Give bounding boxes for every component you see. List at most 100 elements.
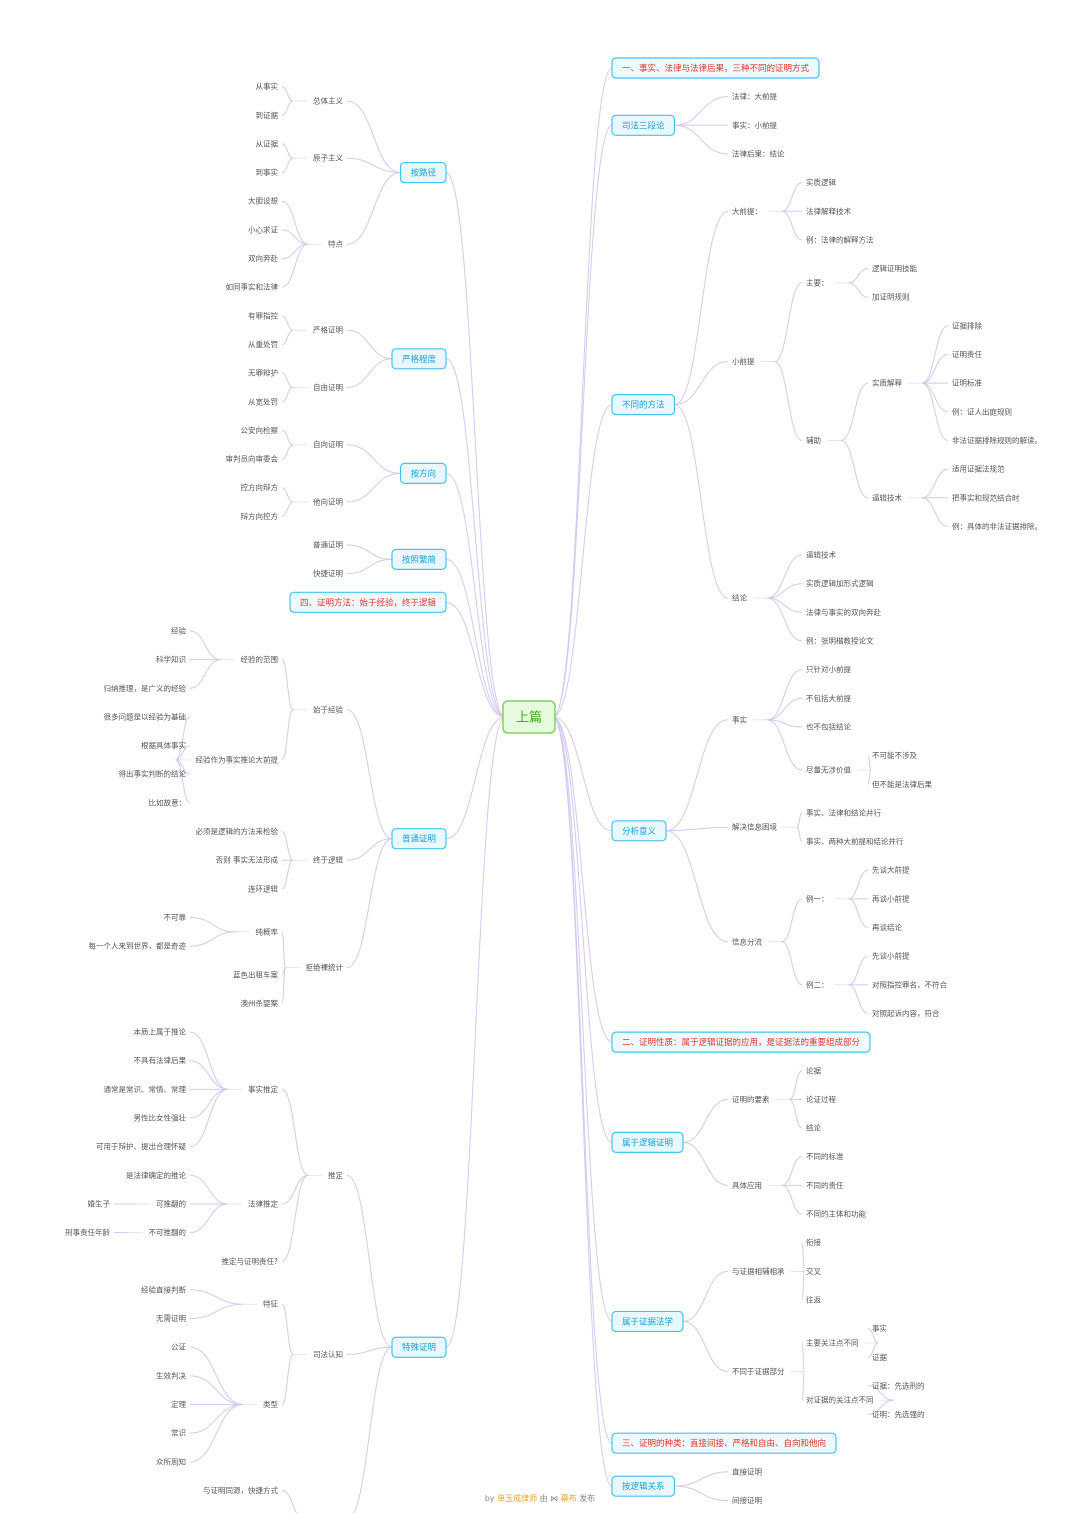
node-label-item[interactable]: 经验的范围 [241, 654, 279, 664]
node-label-item[interactable]: 到证据 [256, 111, 279, 120]
node-label-item[interactable]: 大胆设想 [248, 196, 278, 206]
topic-box-item[interactable] [399, 161, 447, 184]
node-label-item[interactable]: 连环逻辑 [248, 883, 278, 893]
node-label-item[interactable]: 再谈结论 [872, 922, 902, 932]
topic-box-item[interactable] [391, 828, 447, 850]
node-label-item[interactable]: 始于经验 [313, 704, 343, 714]
node-label-item[interactable]: 有罪指控 [248, 310, 278, 320]
node-label-item[interactable]: 论据 [806, 1065, 821, 1075]
node-label-item[interactable]: 控方向辩方 [241, 482, 279, 492]
node-label-item[interactable]: 公证 [171, 1343, 186, 1352]
node-label-item[interactable]: 法律后果：结论 [732, 148, 785, 158]
topic-box-item[interactable] [611, 820, 667, 842]
node-label-item[interactable]: 逻辑证明技能 [872, 263, 917, 273]
node-label-item[interactable]: 否则 事实无法形成 [216, 855, 279, 865]
node-label-item[interactable]: 实质解释 [872, 378, 902, 388]
node-label-item[interactable]: 公安向检察 [241, 425, 279, 435]
node-label-item[interactable]: 小前提 [732, 356, 755, 366]
node-label-item[interactable]: 得出事实判断的结论 [119, 769, 187, 779]
node-label-item[interactable]: 如同事实和法律 [226, 282, 279, 292]
node-label-item[interactable]: 从证据 [256, 139, 279, 148]
node-label-item[interactable]: 快捷证明 [313, 568, 343, 578]
node-label-item[interactable]: 信息分流 [732, 936, 762, 946]
topic-box-item[interactable] [611, 57, 820, 79]
node-label-item[interactable]: 可推翻的 [156, 1198, 186, 1208]
node-label-item[interactable]: 非法证据排除规则的解读。 [952, 435, 1042, 445]
node-label-item[interactable]: 法律：大前提 [732, 91, 777, 101]
topic-box-item[interactable] [391, 1336, 447, 1358]
topic-box-item[interactable] [611, 1310, 684, 1333]
node-label-item[interactable]: 他向证明 [313, 497, 343, 507]
topic-box-item[interactable] [611, 114, 676, 136]
node-label-item[interactable]: 经验直接判断 [141, 1284, 186, 1294]
node-label-item[interactable]: 本质上属于推论 [134, 1027, 187, 1037]
node-label-item[interactable]: 适用证据法规范 [952, 464, 1005, 474]
node-label-item[interactable]: 终于逻辑 [313, 855, 343, 865]
node-label-item[interactable]: 普通证明 [313, 540, 343, 550]
node-label-item[interactable]: 事实推定 [248, 1084, 278, 1094]
node-label-item[interactable]: 必须是逻辑的方法来检验 [196, 826, 279, 836]
node-label-item[interactable]: 严格证明 [313, 325, 343, 335]
node-label-item[interactable]: 是法律确定的推论 [126, 1170, 186, 1180]
node-label-item[interactable]: 论证过程 [806, 1094, 836, 1104]
node-label-item[interactable]: 审判员向审委会 [226, 454, 279, 464]
node-label-item[interactable]: 证明责任 [952, 349, 982, 359]
node-label-item[interactable]: 主要关注点不同 [806, 1337, 859, 1347]
topic-box-item[interactable] [289, 591, 447, 613]
node-label-item[interactable]: 尽量无涉价值 [806, 764, 851, 774]
node-label-item[interactable]: 具体应用 [732, 1180, 762, 1190]
node-label-item[interactable]: 根据具体事实 [141, 740, 186, 750]
node-label-item[interactable]: 无罪辩护 [248, 368, 278, 378]
node-label-item[interactable]: 法律推定 [248, 1198, 278, 1208]
node-label-item[interactable]: 推定 [328, 1170, 343, 1180]
node-label-item[interactable]: 与证据相辅相承 [732, 1266, 785, 1276]
node-label-item[interactable]: 与证明同源，快捷方式 [203, 1485, 278, 1495]
node-label-item[interactable]: 不包括大前提 [806, 693, 851, 703]
node-label-item[interactable]: 大前提： [732, 206, 762, 216]
footer-platform-link[interactable]: 幕布 [560, 1494, 577, 1503]
node-label-item[interactable]: 原子主义 [313, 153, 343, 163]
topic-box-item[interactable] [611, 1131, 684, 1153]
node-label-item[interactable]: 辅助 [806, 435, 821, 445]
node-label-item[interactable]: 例：法律的解释方法 [806, 234, 874, 244]
node-label-item[interactable]: 对照指控罪名，不符合 [872, 979, 947, 989]
node-label-item[interactable]: 双向奔赴 [248, 253, 278, 263]
node-label-item[interactable]: 例二： [806, 979, 829, 989]
node-label-item[interactable]: 间接证明 [732, 1495, 762, 1505]
node-label-item[interactable]: 实质逻辑加形式逻辑 [806, 578, 874, 588]
node-label-item[interactable]: 常识 [171, 1429, 186, 1438]
node-label-item[interactable]: 众所周知 [156, 1456, 186, 1466]
node-label-item[interactable]: 先谈小前提 [872, 951, 910, 961]
node-label-item[interactable]: 很多问题是以经验为基础 [104, 711, 187, 721]
node-label-item[interactable]: 每一个人来到世界，都是奇迹 [89, 941, 187, 951]
node-label-item[interactable]: 事实、两种大前提和结论并行 [806, 836, 904, 846]
node-label-item[interactable]: 不同的主体和功能 [806, 1209, 866, 1219]
node-label-item[interactable]: 自向证明 [313, 439, 343, 449]
node-label-item[interactable]: 不可靠 [164, 912, 187, 922]
node-label-item[interactable]: 经验 [171, 625, 186, 635]
node-label-item[interactable]: 法律解释技术 [806, 206, 851, 216]
node-label-item[interactable]: 解决信息困境 [732, 822, 777, 832]
node-label-item[interactable]: 归纳推理，是广义的经验 [104, 683, 187, 693]
node-label-item[interactable]: 不同的标准 [806, 1151, 844, 1161]
node-label-item[interactable]: 对照起诉内容，符合 [872, 1008, 940, 1018]
node-label-item[interactable]: 婚生子 [88, 1198, 111, 1208]
topic-box-item[interactable] [611, 394, 676, 416]
node-label-item[interactable]: 但不能是法律后果 [872, 779, 932, 789]
node-label-item[interactable]: 先谈大前提 [872, 865, 910, 875]
node-label-item[interactable]: 生效判决 [156, 1370, 186, 1380]
node-label-item[interactable]: 总体主义 [313, 95, 343, 105]
node-label-item[interactable]: 衔接 [806, 1237, 821, 1247]
node-label-item[interactable]: 辩方向控方 [241, 511, 279, 521]
node-label-item[interactable]: 对证据的关注点不同 [806, 1395, 874, 1405]
node-label-item[interactable]: 逼辑技术 [872, 492, 902, 502]
topic-box-item[interactable] [611, 1031, 871, 1053]
node-label-item[interactable]: 不可推翻的 [149, 1227, 187, 1237]
node-label-item[interactable]: 往返 [806, 1294, 821, 1304]
node-label-item[interactable]: 可用于辩护、提出合理怀疑 [96, 1141, 186, 1151]
node-label-item[interactable]: 男性比女性强壮 [134, 1113, 187, 1123]
node-label-item[interactable]: 事实：小前提 [732, 120, 777, 130]
node-label-item[interactable]: 刑事责任年龄 [65, 1227, 110, 1237]
node-label-item[interactable]: 例：证人出庭规则 [952, 406, 1012, 416]
node-label-item[interactable]: 证据：先选刑的 [872, 1380, 925, 1390]
